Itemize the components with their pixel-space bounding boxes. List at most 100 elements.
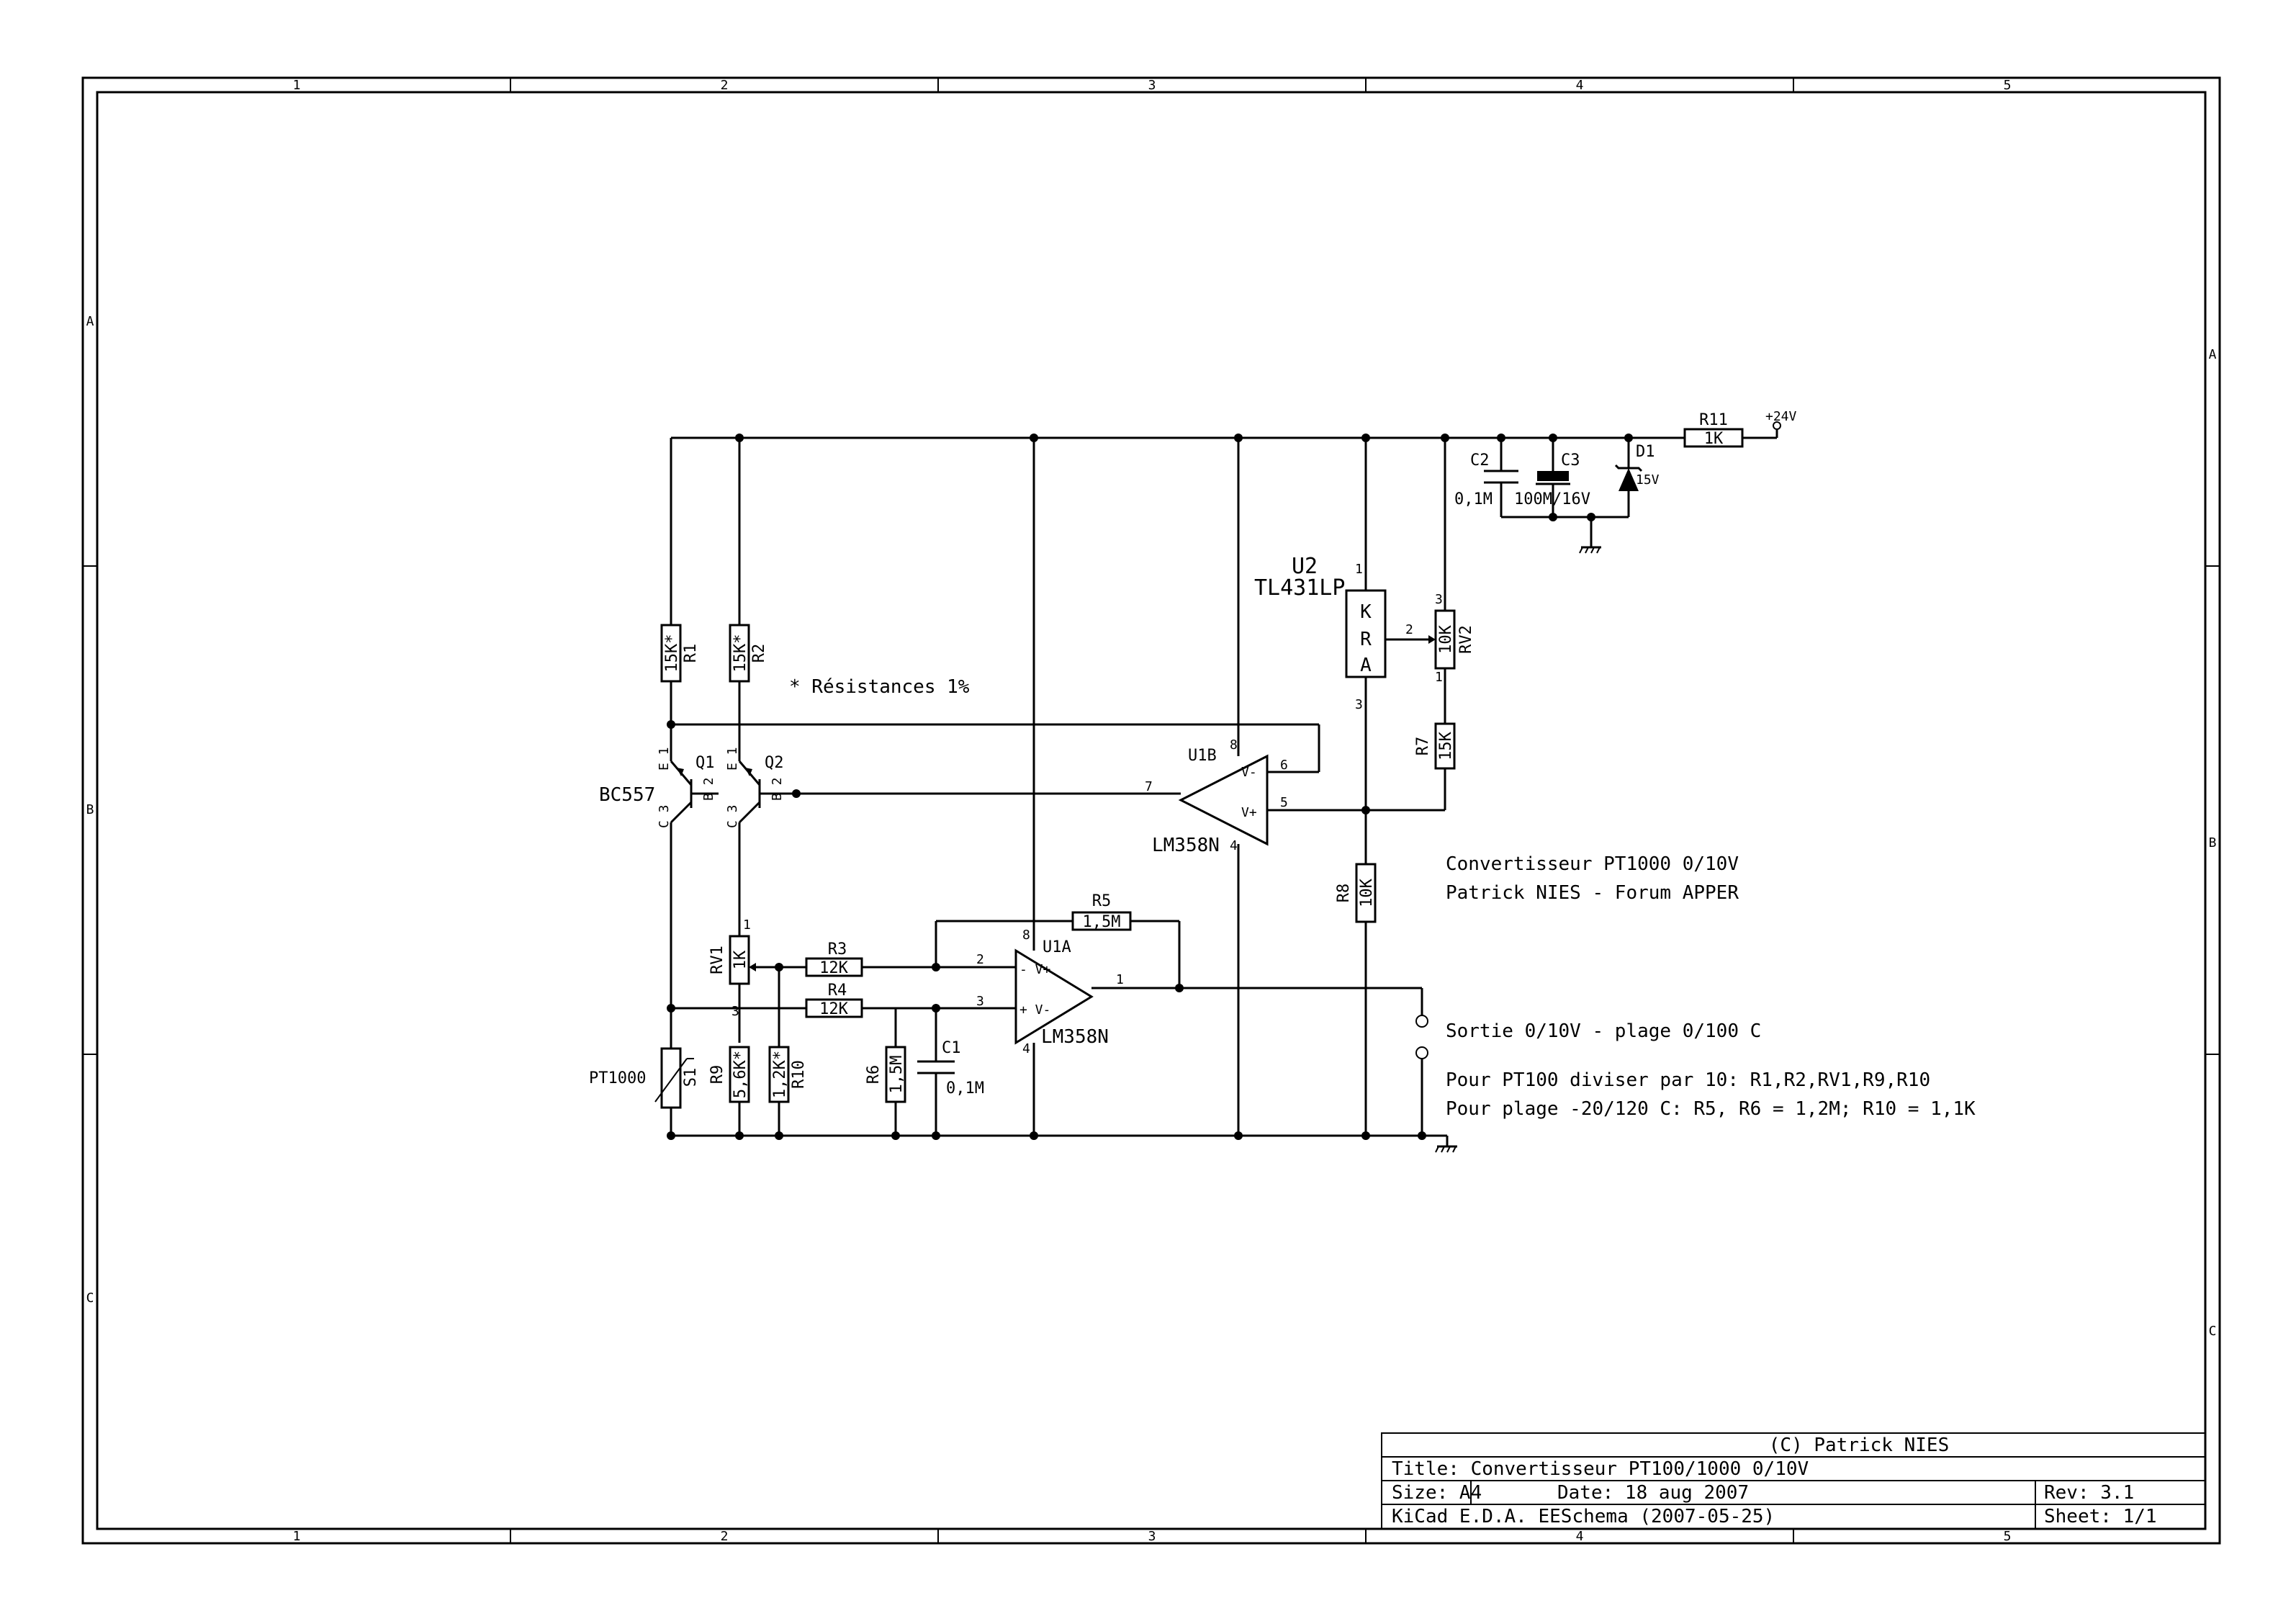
r6-value: 1,5M	[888, 1056, 906, 1094]
u1b-pin4: 4	[1230, 838, 1238, 853]
u2-pin1: 1	[1355, 562, 1363, 577]
col-label: 2	[721, 1529, 729, 1544]
transistor-q2: Q2 E 1 C 3 B 2	[725, 747, 785, 828]
q2-pin-c: C 3	[725, 804, 740, 828]
u1a-minus: - V+	[1019, 962, 1051, 977]
col-label: 3	[1148, 1529, 1156, 1544]
row-label: B	[86, 802, 94, 817]
note-sortie: Sortie 0/10V - plage 0/100 C	[1446, 1020, 1761, 1042]
col-label: 5	[2004, 1529, 2012, 1544]
q2-pin-b: B 2	[770, 777, 785, 801]
q1-pin-e: E 1	[657, 747, 672, 771]
opamp-u1a: - V+ + V- U1A LM358N 8 2 3 1 4	[976, 928, 1124, 1056]
resistor-r6: 1,5M R6	[865, 1046, 906, 1103]
row-label: A	[2209, 347, 2217, 362]
u1b-pin7: 7	[1145, 779, 1153, 794]
sensor-s1: S1 PT1000	[589, 1047, 700, 1109]
resistor-r10: 1,2K* R10	[768, 1046, 808, 1103]
zener-diode-d1: D1 15V	[1614, 443, 1660, 491]
title-block-size: Size: A4	[1392, 1482, 1482, 1504]
u1a-ref: U1A	[1043, 938, 1071, 956]
r2-ref: R2	[750, 644, 768, 663]
s1-value: PT1000	[589, 1069, 646, 1087]
u2-pin-r: R	[1360, 629, 1372, 650]
u1a-pin3: 3	[976, 994, 984, 1009]
c1-ref: C1	[942, 1039, 961, 1057]
u2-pin3: 3	[1355, 697, 1363, 712]
u1a-pin8: 8	[1022, 928, 1030, 943]
u2-pin-k: K	[1360, 601, 1372, 623]
frame-labels: 1 2 3 4 5 1 2 3 4 5 A B C A B C	[86, 78, 2217, 1544]
output-terminals	[1415, 1015, 1428, 1059]
r9-value: 5,6K*	[731, 1051, 749, 1098]
resistor-r9: 5,6K* R9	[708, 1046, 750, 1103]
rv2-value: 10K	[1437, 624, 1455, 653]
col-label: 4	[1576, 1529, 1584, 1544]
row-label: C	[86, 1290, 94, 1306]
rv2-pin3: 3	[1435, 592, 1443, 607]
row-label: C	[2209, 1324, 2217, 1339]
resistor-r1: 15K* R1	[660, 624, 700, 683]
s1-ref: S1	[682, 1068, 700, 1087]
c3-value: 100M/16V	[1514, 490, 1590, 508]
row-label: A	[86, 314, 94, 329]
row-label: B	[2209, 835, 2217, 850]
r10-value: 1,2K*	[771, 1051, 789, 1098]
q1-pin-c: C 3	[657, 804, 672, 828]
resistor-r11: 1K R11	[1683, 411, 1744, 448]
potentiometer-rv2: 10K RV2 3 1	[1428, 592, 1475, 685]
resistor-r2: 15K* R2	[729, 624, 768, 683]
c2-value: 0,1M	[1454, 490, 1493, 508]
resistor-r7: 15K R7	[1414, 722, 1456, 770]
q2-pin-e: E 1	[725, 747, 740, 771]
r5-ref: R5	[1092, 892, 1112, 910]
col-label: 1	[293, 78, 301, 93]
col-label: 2	[721, 78, 729, 93]
rv1-pin1: 1	[743, 917, 751, 933]
ground-icon	[1433, 1134, 1457, 1153]
r3-ref: R3	[828, 941, 847, 959]
u1b-ref: U1B	[1188, 747, 1217, 765]
u1b-plus: V+	[1241, 805, 1257, 820]
r3-value: 12K	[819, 959, 848, 977]
title-block-title: Title: Convertisseur PT100/1000 0/10V	[1392, 1458, 1809, 1480]
q1-pin-b: B 2	[701, 777, 716, 801]
ground-icon	[1579, 546, 1601, 554]
note-plage: Pour plage -20/120 C: R5, R6 = 1,2M; R10…	[1446, 1098, 1976, 1120]
col-label: 4	[1576, 78, 1584, 93]
supply-label: +24V	[1765, 409, 1797, 424]
r1-ref: R1	[682, 644, 700, 663]
u2-pin2: 2	[1405, 622, 1413, 637]
capacitor-c2: C2 0,1M	[1454, 452, 1518, 508]
rv2-ref: RV2	[1457, 625, 1475, 654]
capacitor-c1: C1 0,1M	[917, 1039, 984, 1097]
rv1-pin3: 3	[731, 1004, 739, 1019]
junctions	[667, 434, 1633, 1140]
title-block-date: Date: 18 aug 2007	[1557, 1482, 1749, 1504]
rv2-pin1: 1	[1435, 670, 1443, 685]
q1-ref: Q1	[695, 754, 715, 772]
transistor-q1: Q1 BC557 E 1 C 3 B 2	[599, 747, 716, 828]
note-title-1: Convertisseur PT1000 0/10V	[1446, 853, 1739, 875]
resistor-r4: 12K R4	[805, 982, 863, 1018]
r7-ref: R7	[1414, 737, 1432, 756]
note-title-2: Patrick NIES - Forum APPER	[1446, 882, 1739, 904]
r6-ref: R6	[865, 1065, 883, 1085]
u1b-pin6: 6	[1280, 758, 1288, 773]
potentiometer-rv1: 1K RV1 1 3	[708, 917, 756, 1019]
annotations: * Résistances 1% Convertisseur PT1000 0/…	[789, 676, 1976, 1120]
r2-value: 15K*	[731, 634, 749, 673]
title-block-company: (C) Patrick NIES	[1769, 1435, 1949, 1456]
u1a-value: LM358N	[1041, 1026, 1109, 1048]
title-block-app: KiCad E.D.A. EESchema (2007-05-25)	[1392, 1506, 1775, 1527]
title-block-rev: Rev: 3.1	[2044, 1482, 2134, 1504]
q2-ref: Q2	[765, 754, 784, 772]
note-resistances: * Résistances 1%	[789, 676, 970, 698]
r1-value: 15K*	[663, 634, 681, 673]
note-pt100: Pour PT100 diviser par 10: R1,R2,RV1,R9,…	[1446, 1069, 1930, 1091]
drawing-frame	[81, 76, 2221, 1545]
col-label: 1	[293, 1529, 301, 1544]
u2-value: TL431LP	[1254, 575, 1345, 601]
supply-terminal: +24V	[1765, 409, 1797, 438]
